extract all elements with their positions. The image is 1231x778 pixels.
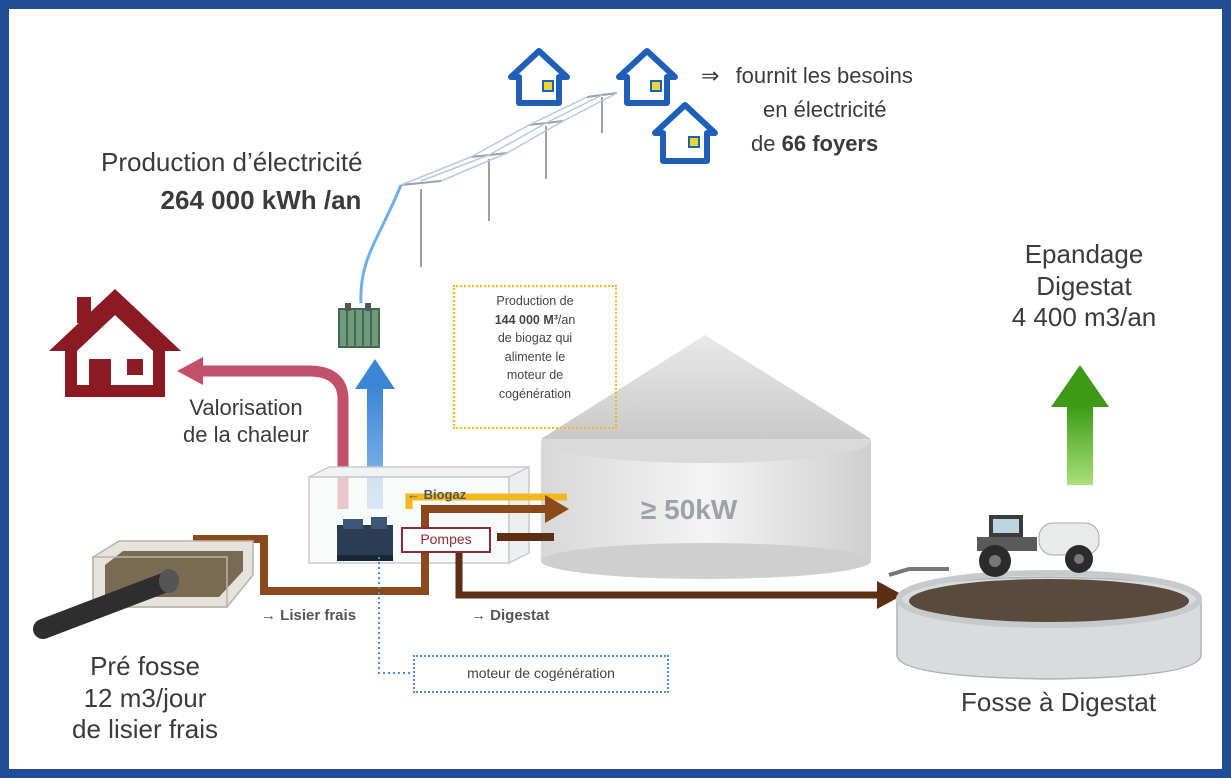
- engine-label: moteur de cogénération: [467, 665, 615, 681]
- heat-line2: de la chaleur: [183, 421, 309, 447]
- pre-pit: [33, 540, 254, 639]
- digestate-pit-label: Fosse à Digestat: [961, 687, 1157, 717]
- digestate-pit: [888, 567, 1202, 680]
- methanisation-scene: [33, 48, 1202, 680]
- pre-pit-line2: 12 m3/jour: [83, 682, 207, 713]
- power-line: [400, 92, 618, 267]
- electric-arrow-head: [355, 359, 395, 389]
- spreading-arrow-shaft: [1067, 405, 1093, 485]
- electricity-title: Production d’électricité: [101, 147, 363, 177]
- transformer-icon: [338, 303, 380, 348]
- digestate-arrow-head: [877, 581, 903, 609]
- biogas-line3: de biogaz qui: [497, 331, 573, 345]
- pre-pit-line1: Pré fosse: [90, 651, 200, 681]
- pre-pit-line3: de lisier frais: [72, 714, 218, 745]
- slurry-pipe: [193, 505, 549, 595]
- spreading-line2: Digestat: [1036, 270, 1132, 301]
- digestate-pipe: [455, 545, 877, 599]
- biogas-amount-line: 144 000 M³/an: [455, 311, 615, 330]
- engine-label-box: [413, 655, 669, 693]
- biogas-production-text: Production de 144 000 M³/an de biogaz qu…: [455, 292, 615, 403]
- biogas-pipe: [405, 493, 567, 509]
- heat-text: Valorisation de la chaleur: [161, 395, 331, 449]
- households-line2: en électricité: [763, 97, 887, 122]
- biogas-line6: cogénération: [498, 386, 572, 401]
- electricity-amount: 264 000 kWh /an: [160, 185, 362, 215]
- heat-flow-arrow: [199, 365, 349, 509]
- households-count: 66 foyers: [781, 131, 879, 156]
- heat-line1: Valorisation: [189, 395, 303, 420]
- households-line1: fournit les besoins: [735, 63, 913, 88]
- biogas-production-box: [453, 285, 617, 429]
- households-de: de: [751, 131, 776, 156]
- tractor-icon: [977, 515, 1100, 577]
- households-line3: de 66 foyers: [751, 131, 878, 158]
- slurry-arrow-head: [545, 495, 569, 523]
- heat-arrow-head: [177, 357, 203, 385]
- biogas-unit: /an: [557, 312, 576, 327]
- house-icon: [616, 48, 678, 106]
- spreading-line1: Epandage: [1024, 239, 1144, 269]
- biogas-line5: moteur de: [506, 368, 564, 382]
- digester-power: ≥ 50kW: [641, 494, 738, 525]
- pre-pit-text: Pré fosse 12 m3/jour de lisier frais: [45, 651, 245, 746]
- biogas-line4: alimente le: [504, 349, 566, 364]
- digestat-label: → Digestat: [471, 607, 550, 624]
- pompes-label: Pompes: [420, 531, 472, 547]
- house-icon: [652, 102, 718, 164]
- spreading-arrow-head: [1051, 365, 1109, 407]
- households-text: ⇒ fournit les besoins: [701, 63, 913, 90]
- lisier-label: → Lisier frais: [261, 607, 357, 624]
- spreading-text: Epandage Digestat 4 400 m3/an: [989, 239, 1179, 334]
- implies-arrow: ⇒: [701, 63, 720, 88]
- heat-house-icon: [49, 289, 181, 397]
- digester-tank: [541, 335, 871, 579]
- biogas-line1: Production de: [496, 294, 574, 308]
- cogeneration-engine-icon: [337, 517, 393, 561]
- biogaz-label: ← Biogaz: [407, 487, 467, 502]
- pompes-box: [401, 527, 491, 553]
- house-icon: [508, 48, 570, 106]
- biogas-amount: 144 000 M³: [494, 312, 558, 327]
- electric-cable: [359, 184, 403, 304]
- engine-dotted-connector: [378, 557, 413, 674]
- spreading-line3: 4 400 m3/an: [1011, 302, 1157, 333]
